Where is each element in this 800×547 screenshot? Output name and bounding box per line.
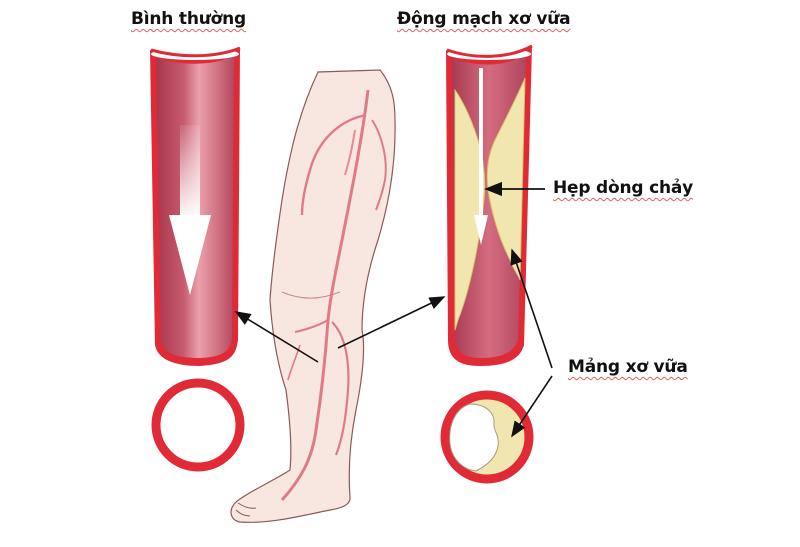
flow-arrow-icon bbox=[169, 125, 211, 295]
pointer-plaque-section bbox=[511, 375, 553, 438]
pointer-arrows bbox=[234, 181, 553, 438]
femoral-artery bbox=[280, 89, 370, 502]
label-atherosclerotic: Động mạch xơ vữa bbox=[397, 9, 571, 29]
label-narrowed-flow: Hẹp dòng chảy bbox=[553, 178, 693, 198]
pointer-leg-to-diseased bbox=[337, 296, 446, 349]
label-atherosclerotic-text: Động mạch xơ vữa bbox=[397, 9, 571, 29]
narrow-flow-arrow-icon bbox=[474, 68, 488, 245]
label-narrowed-flow-text: Hẹp dòng chảy bbox=[553, 178, 694, 198]
normal-artery-tube bbox=[150, 46, 241, 366]
normal-cross-section bbox=[151, 378, 245, 472]
leg-skin bbox=[230, 69, 396, 523]
leg-illustration bbox=[230, 69, 396, 523]
label-plaque: Mảng xơ vữa bbox=[568, 357, 688, 377]
diseased-artery-tube bbox=[446, 44, 533, 366]
label-normal: Bình thường bbox=[131, 9, 246, 29]
pointer-plaque-tube bbox=[510, 248, 553, 369]
cross-section-open-lumen bbox=[449, 403, 499, 472]
diseased-cross-section bbox=[440, 390, 534, 484]
label-plaque-text: Mảng xơ vữa bbox=[568, 357, 688, 377]
label-normal-text: Bình thường bbox=[131, 9, 246, 29]
pointer-leg-to-normal bbox=[234, 311, 319, 363]
